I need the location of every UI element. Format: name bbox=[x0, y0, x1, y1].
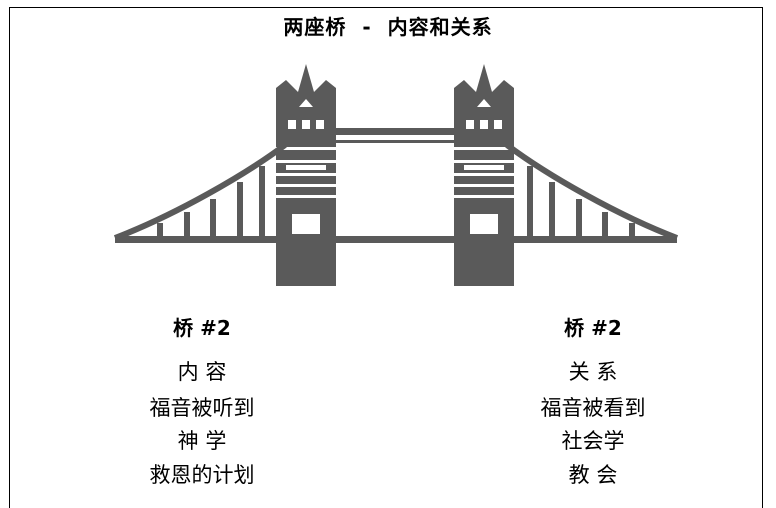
left-line-2: 福音被听到 bbox=[149, 396, 255, 420]
right-line-1: 关 系 bbox=[568, 360, 618, 384]
left-tower bbox=[276, 64, 336, 286]
left-line-3: 神 学 bbox=[177, 429, 227, 453]
right-tower bbox=[454, 64, 514, 286]
right-line-2: 福音被看到 bbox=[540, 396, 646, 420]
slide-title: 两座桥 - 内容和关系 bbox=[283, 15, 493, 39]
tower-bridge-illustration bbox=[113, 64, 679, 286]
right-cable bbox=[505, 142, 679, 241]
right-line-4: 教 会 bbox=[568, 463, 618, 487]
bridge-deck bbox=[115, 236, 677, 243]
left-heading: 桥 #2 bbox=[173, 316, 231, 340]
right-line-3: 社会学 bbox=[561, 429, 625, 453]
upper-walkway bbox=[330, 128, 455, 135]
right-heading: 桥 #2 bbox=[564, 316, 622, 340]
left-line-1: 内 容 bbox=[177, 360, 227, 384]
left-line-4: 救恩的计划 bbox=[149, 463, 255, 487]
slide-frame bbox=[9, 7, 763, 508]
left-cable bbox=[113, 142, 287, 241]
